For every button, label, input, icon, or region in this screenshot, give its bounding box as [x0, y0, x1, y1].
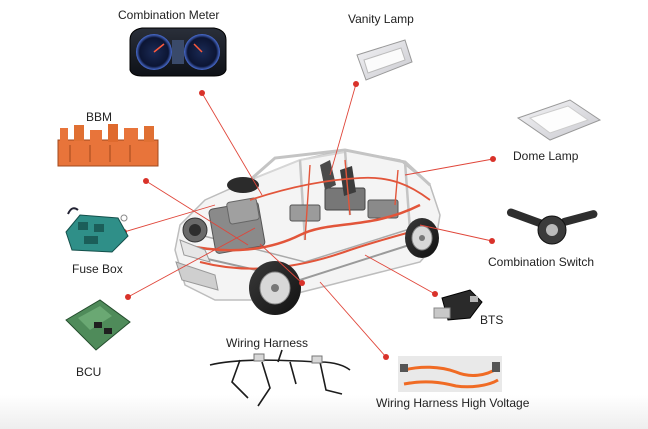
leader-lines — [123, 83, 494, 358]
dome-lamp-image — [516, 99, 602, 141]
floor-shadow — [0, 395, 648, 429]
bbm-image — [57, 124, 159, 167]
rear-wheel — [405, 218, 439, 258]
dot-bbm — [143, 178, 149, 184]
front-wheel — [249, 261, 301, 315]
wiring-harness-hv-image — [398, 356, 502, 392]
label-combination-meter: Combination Meter — [118, 8, 220, 22]
label-wiring-harness-hv: Wiring Harness High Voltage — [376, 396, 530, 410]
fuse-box-image — [65, 207, 129, 253]
dot-combination-switch — [489, 238, 495, 244]
dot-vanity-lamp — [353, 81, 359, 87]
label-dome-lamp: Dome Lamp — [513, 149, 579, 163]
label-bcu: BCU — [76, 365, 102, 379]
combination-meter-image — [129, 27, 227, 77]
vanity-lamp-image — [356, 39, 413, 81]
wiring-harness-image — [209, 349, 351, 407]
label-bbm: BBM — [86, 110, 113, 124]
dot-wiring-harness — [299, 280, 305, 286]
car-cutaway — [174, 148, 441, 315]
dot-dome-lamp — [490, 156, 496, 162]
dot-bts — [432, 291, 438, 297]
label-wiring-harness: Wiring Harness — [226, 336, 309, 350]
dot-bcu — [125, 294, 131, 300]
dot-combination-meter — [199, 90, 205, 96]
label-fuse-box: Fuse Box — [72, 262, 123, 276]
bts-image — [433, 289, 483, 321]
label-combination-switch: Combination Switch — [488, 255, 595, 269]
bcu-image — [65, 299, 131, 351]
combination-switch-image — [506, 208, 598, 245]
label-bts: BTS — [480, 313, 504, 327]
dot-wiring-harness-hv — [383, 354, 389, 360]
label-vanity-lamp: Vanity Lamp — [348, 12, 414, 26]
